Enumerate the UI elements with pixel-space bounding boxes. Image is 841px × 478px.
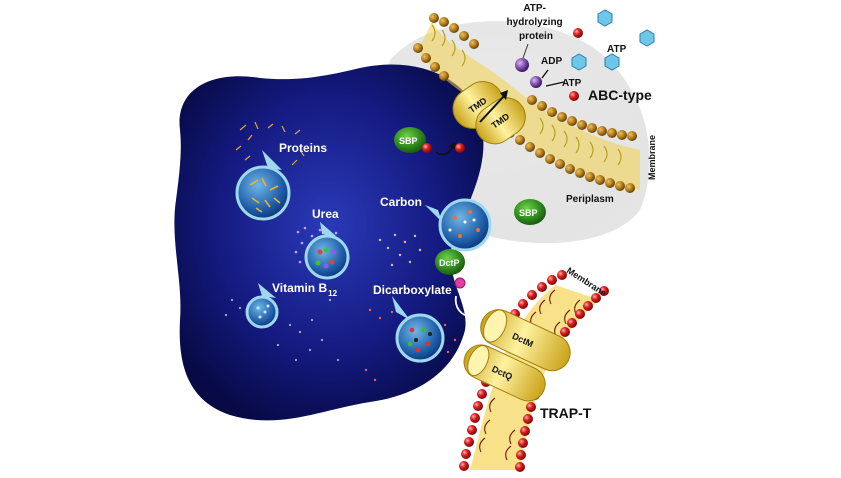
- tmd-cylinder-2: TMD: [475, 97, 526, 145]
- sbp-1: SBP: [394, 127, 426, 153]
- transport-arrow-tmd: [479, 94, 506, 123]
- label-dicarboxylate: Dicarboxylate: [373, 283, 452, 297]
- label-vitamin: Vitamin B12: [272, 281, 338, 298]
- particles-vitamin: [224, 298, 340, 362]
- particles-dicarboxylate: [364, 308, 457, 382]
- label-vitamin-sub: 12: [328, 289, 337, 298]
- label-proteins: Proteins: [279, 141, 327, 155]
- sbp-2: SBP: [514, 199, 546, 225]
- particles-proteins: [235, 121, 305, 166]
- sbp-arrow-head: [449, 142, 456, 150]
- label-urea: Urea: [312, 207, 339, 221]
- dctm-cylinder: DctM: [480, 309, 571, 372]
- label-atp-hydrolyzing: ATP- hydrolyzing protein: [507, 3, 566, 42]
- atp-hexagons: [571, 9, 655, 71]
- substrate-molecules-outer: [569, 28, 583, 101]
- label-vitamin-main: Vitamin B: [272, 281, 327, 295]
- label-trap-t: TRAP-T: [540, 405, 592, 421]
- dctq-cylinder: DctQ: [463, 344, 546, 402]
- particles-carbon: [378, 233, 422, 267]
- substrate-bound-sbp: [422, 143, 432, 153]
- label-dctp: DctP: [439, 258, 460, 268]
- substrate-in-tmd: [455, 143, 465, 153]
- atp-arrow: [545, 81, 565, 87]
- bubble-urea: [304, 222, 350, 280]
- atp-hydrolyzing-protein: [515, 58, 529, 72]
- transport-arrow-tmd-head: [500, 90, 508, 100]
- adp-arrow: [541, 69, 549, 79]
- label-periplasm: Periplasm: [566, 194, 614, 205]
- label-abc-type: ABC-type: [588, 87, 652, 103]
- label-atp-bound: ATP: [562, 78, 582, 89]
- label-atp-free: ATP: [607, 44, 627, 55]
- dctp-protein: DctP: [435, 249, 465, 275]
- label-membrane-top: Membrane: [647, 135, 657, 180]
- bubble-proteins: [235, 150, 291, 221]
- label-atp-hydrolyzing-line2: hydrolyzing: [507, 17, 563, 28]
- atp-hydrolyzing-pointer: [522, 43, 529, 59]
- label-atp-hydrolyzing-line3: protein: [519, 31, 553, 42]
- bubble-dicarboxylate: [392, 296, 445, 363]
- dctp-arrow-head: [467, 311, 474, 320]
- label-sbp-2: SBP: [519, 208, 538, 218]
- label-carbon: Carbon: [380, 195, 422, 209]
- label-adp: ADP: [541, 56, 562, 67]
- adp-molecule: [530, 76, 542, 88]
- label-atp-hydrolyzing-line1: ATP-: [523, 3, 546, 14]
- bubble-vitamin: [245, 283, 279, 329]
- label-sbp-1: SBP: [399, 136, 418, 146]
- bubble-carbon: [425, 198, 492, 252]
- substrate-dicarboxylate: [454, 277, 466, 289]
